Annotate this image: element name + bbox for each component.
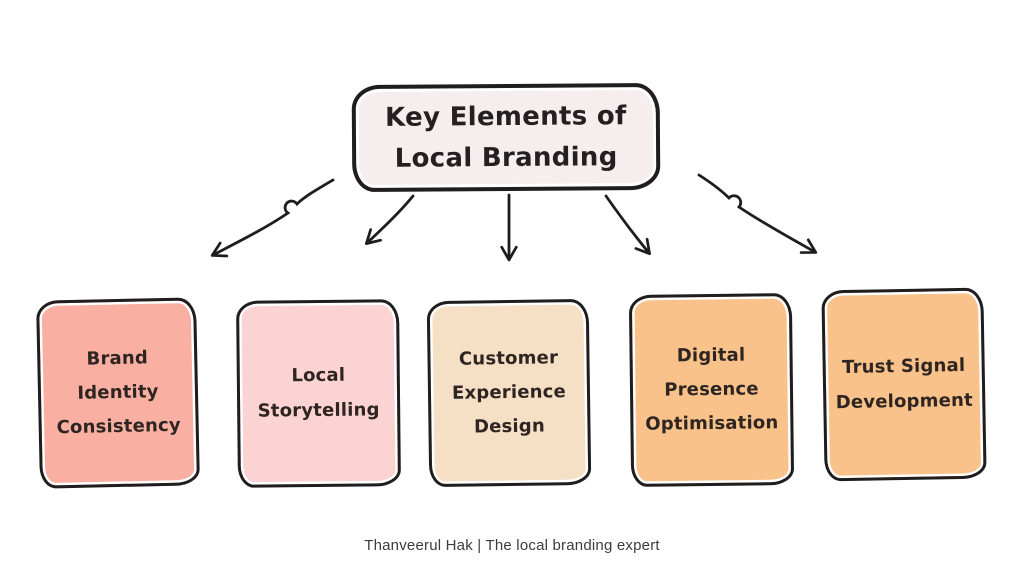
card-customer-experience-design: Customer Experience Design — [426, 298, 592, 488]
card-label: Digital Presence Optimisation — [645, 344, 779, 435]
arrow-down-left-icon — [364, 194, 415, 245]
curved-loop-arrow-left-icon — [210, 178, 335, 258]
card-digital-presence-optimisation: Digital Presence Optimisation — [628, 293, 795, 487]
card-label: Trust Signal Development — [835, 355, 974, 413]
curved-loop-arrow-right-icon — [697, 173, 818, 254]
card-label: Brand Identity Consistency — [56, 347, 182, 439]
title-box: Key Elements of Local Branding — [351, 82, 661, 193]
card-brand-identity-consistency: Brand Identity Consistency — [36, 297, 200, 489]
arrow-down-right-icon — [604, 194, 651, 256]
card-local-storytelling: Local Storytelling — [236, 299, 401, 488]
diagram-title: Key Elements of Local Branding — [385, 101, 627, 174]
card-label: Local Storytelling — [257, 365, 380, 422]
card-label: Customer Experience Design — [451, 347, 567, 438]
footer-credit: Thanveerul Hak | The local branding expe… — [364, 537, 660, 554]
card-trust-signal-development: Trust Signal Development — [821, 287, 987, 482]
